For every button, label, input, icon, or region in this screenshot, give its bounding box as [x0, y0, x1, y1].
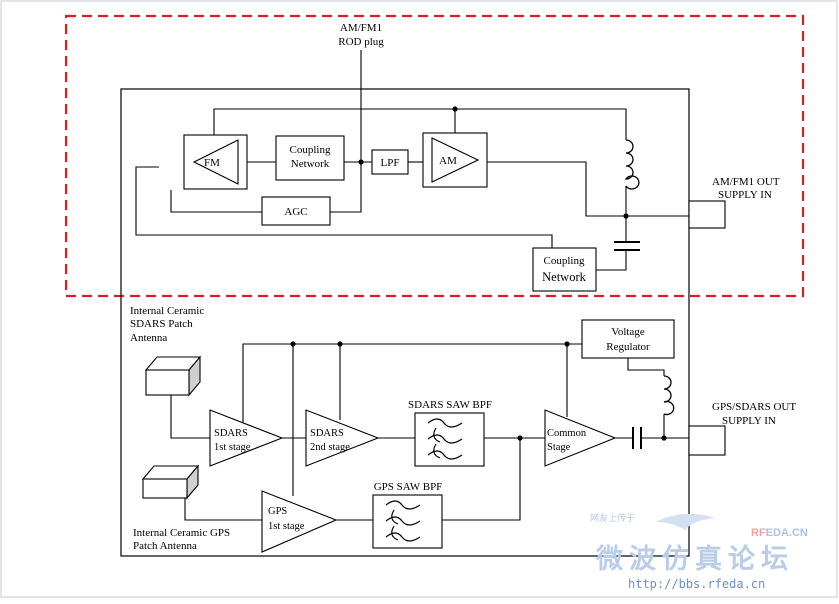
gps-ant-line1: Internal Ceramic GPS: [133, 527, 230, 539]
wire-agc-fm: [170, 190, 262, 213]
wire-fm-feedback: [135, 166, 553, 248]
gps1-line1: GPS: [268, 506, 287, 517]
sdars-ant-line3: Antenna: [130, 332, 167, 344]
common-stage-amplifier: [544, 409, 617, 467]
amfm-out-line1: AM/FM1 OUT: [712, 176, 780, 188]
agc-label: AGC: [284, 206, 307, 218]
gps-out-line1: GPS/SDARS OUT: [712, 401, 796, 413]
sdars-saw-filter: [414, 412, 485, 467]
common-line1: Common: [547, 428, 587, 439]
gps-out-line2: SUPPLY IN: [722, 415, 776, 427]
gps-output-port: [688, 425, 726, 456]
coupling-top-line2: Network: [291, 158, 330, 170]
gps-saw-label: GPS SAW BPF: [374, 481, 443, 493]
wire-am-out: [487, 161, 626, 217]
am-amplifier-icon: [431, 137, 480, 183]
inductor-amfm-icon: [624, 139, 640, 190]
watermark-url: http://bbs.rfeda.cn: [628, 577, 765, 591]
sdars-ant-line1: Internal Ceramic: [130, 305, 204, 317]
sdars-saw-filter-icon: [427, 418, 463, 460]
coupling-network-top: [275, 135, 345, 181]
gps-saw-filter: [372, 494, 443, 549]
amfm-output-port: [688, 200, 726, 229]
amfm-boundary: [64, 14, 805, 298]
capacitor-amfm-icon: [614, 241, 640, 251]
sdars-ant-line2: SDARS Patch: [130, 318, 193, 330]
lpf-label: LPF: [381, 157, 400, 169]
coupling-network-bottom: [532, 247, 597, 292]
sdars2-line1: SDARS: [310, 428, 344, 439]
rod-plug-line1: AM/FM1: [340, 22, 382, 34]
coupling-bot-line1: Coupling: [544, 255, 585, 267]
fm-label: FM: [204, 157, 220, 169]
amfm-out-line2: SUPPLY IN: [718, 189, 772, 201]
watermark-bird-icon: [655, 513, 715, 530]
capacitor-gps-icon: [632, 427, 642, 449]
wire-sdars-rail: [242, 343, 582, 427]
sdars1-line2: 1st stage: [214, 442, 251, 453]
am-label: AM: [439, 155, 457, 167]
wire-reg-inductor: [627, 358, 665, 376]
fm-amplifier-icon: [192, 139, 239, 185]
watermark-tag: 网友上传于: [590, 512, 635, 524]
rod-wire: [330, 50, 362, 213]
inductor-gps-icon: [663, 375, 675, 416]
junction-dots: [290, 106, 667, 441]
gps-patch-antenna-icon: [141, 464, 200, 500]
voltage-reg-line2: Regulator: [606, 341, 650, 353]
wire-cap-coupling: [596, 250, 627, 271]
watermark-brand: RFEDA.CN: [751, 527, 808, 539]
lpf-block: [371, 149, 409, 175]
sdars-1st-stage-amplifier: [209, 409, 284, 467]
wire-gps-saw-merge: [442, 438, 521, 521]
gps-saw-filter-icon: [385, 500, 421, 542]
sdars-patch-antenna-icon: [144, 355, 202, 397]
sdars-saw-label: SDARS SAW BPF: [408, 399, 492, 411]
voltage-regulator-block: [581, 319, 675, 359]
wire-gps-ant: [184, 498, 262, 521]
watermark-cn: 微波仿真论坛: [595, 544, 794, 575]
gps1-line2: 1st stage: [268, 521, 305, 532]
coupling-bot-line2: Network: [542, 270, 586, 284]
gps-1st-stage-amplifier: [261, 490, 338, 553]
wire-sdars-ant: [170, 395, 210, 439]
agc-block: [261, 196, 331, 226]
gps-ant-line2: Patch Antenna: [133, 540, 197, 552]
coupling-top-line1: Coupling: [290, 144, 331, 156]
wire-top-rail: [213, 108, 627, 140]
common-line2: Stage: [547, 442, 571, 453]
voltage-reg-line1: Voltage: [611, 326, 645, 338]
sdars2-line2: 2nd stage: [310, 442, 350, 453]
sdars1-line1: SDARS: [214, 428, 248, 439]
sdars-2nd-stage-amplifier: [305, 409, 380, 467]
watermark: 网友上传于 RFEDA.CN 微波仿真论坛 http://bbs.rfeda.c…: [590, 512, 808, 591]
module-housing: [120, 88, 690, 557]
rod-plug-line2: ROD plug: [338, 36, 384, 48]
